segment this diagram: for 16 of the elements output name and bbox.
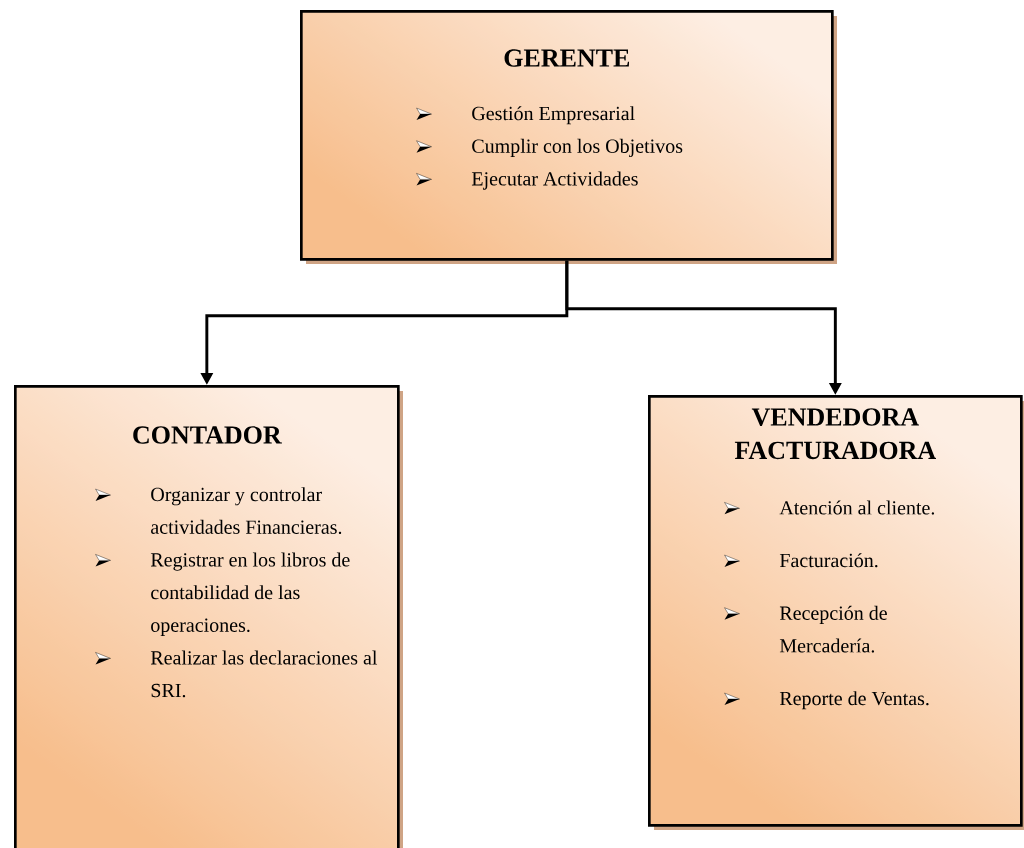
role-title: CONTADOR [133,426,282,444]
org-box [14,385,403,848]
role-title: GERENTE [504,49,630,67]
list-item: Atención al cliente. [779,500,935,515]
list-item: Realizar las declaraciones al SRI. [150,650,378,698]
list-item: Ejecutar Actividades [471,171,638,190]
role-title: VENDEDORA FACTURADORA [734,408,936,460]
list-item: Gestión Empresarial [472,106,635,125]
list-item: Facturación. [779,553,878,568]
org-box [300,10,837,264]
list-item: Registrar en los libros de contabilidad de las operaciones. [150,552,350,636]
list-item: Organizar y controlar actividades Financieras. [151,487,342,534]
org-box [648,395,1024,830]
list-item: Recepción de Mercadería. [779,605,887,653]
list-item: Cumplir con los Objetivos [472,138,683,157]
list-item: Reporte de Ventas. [779,691,929,710]
